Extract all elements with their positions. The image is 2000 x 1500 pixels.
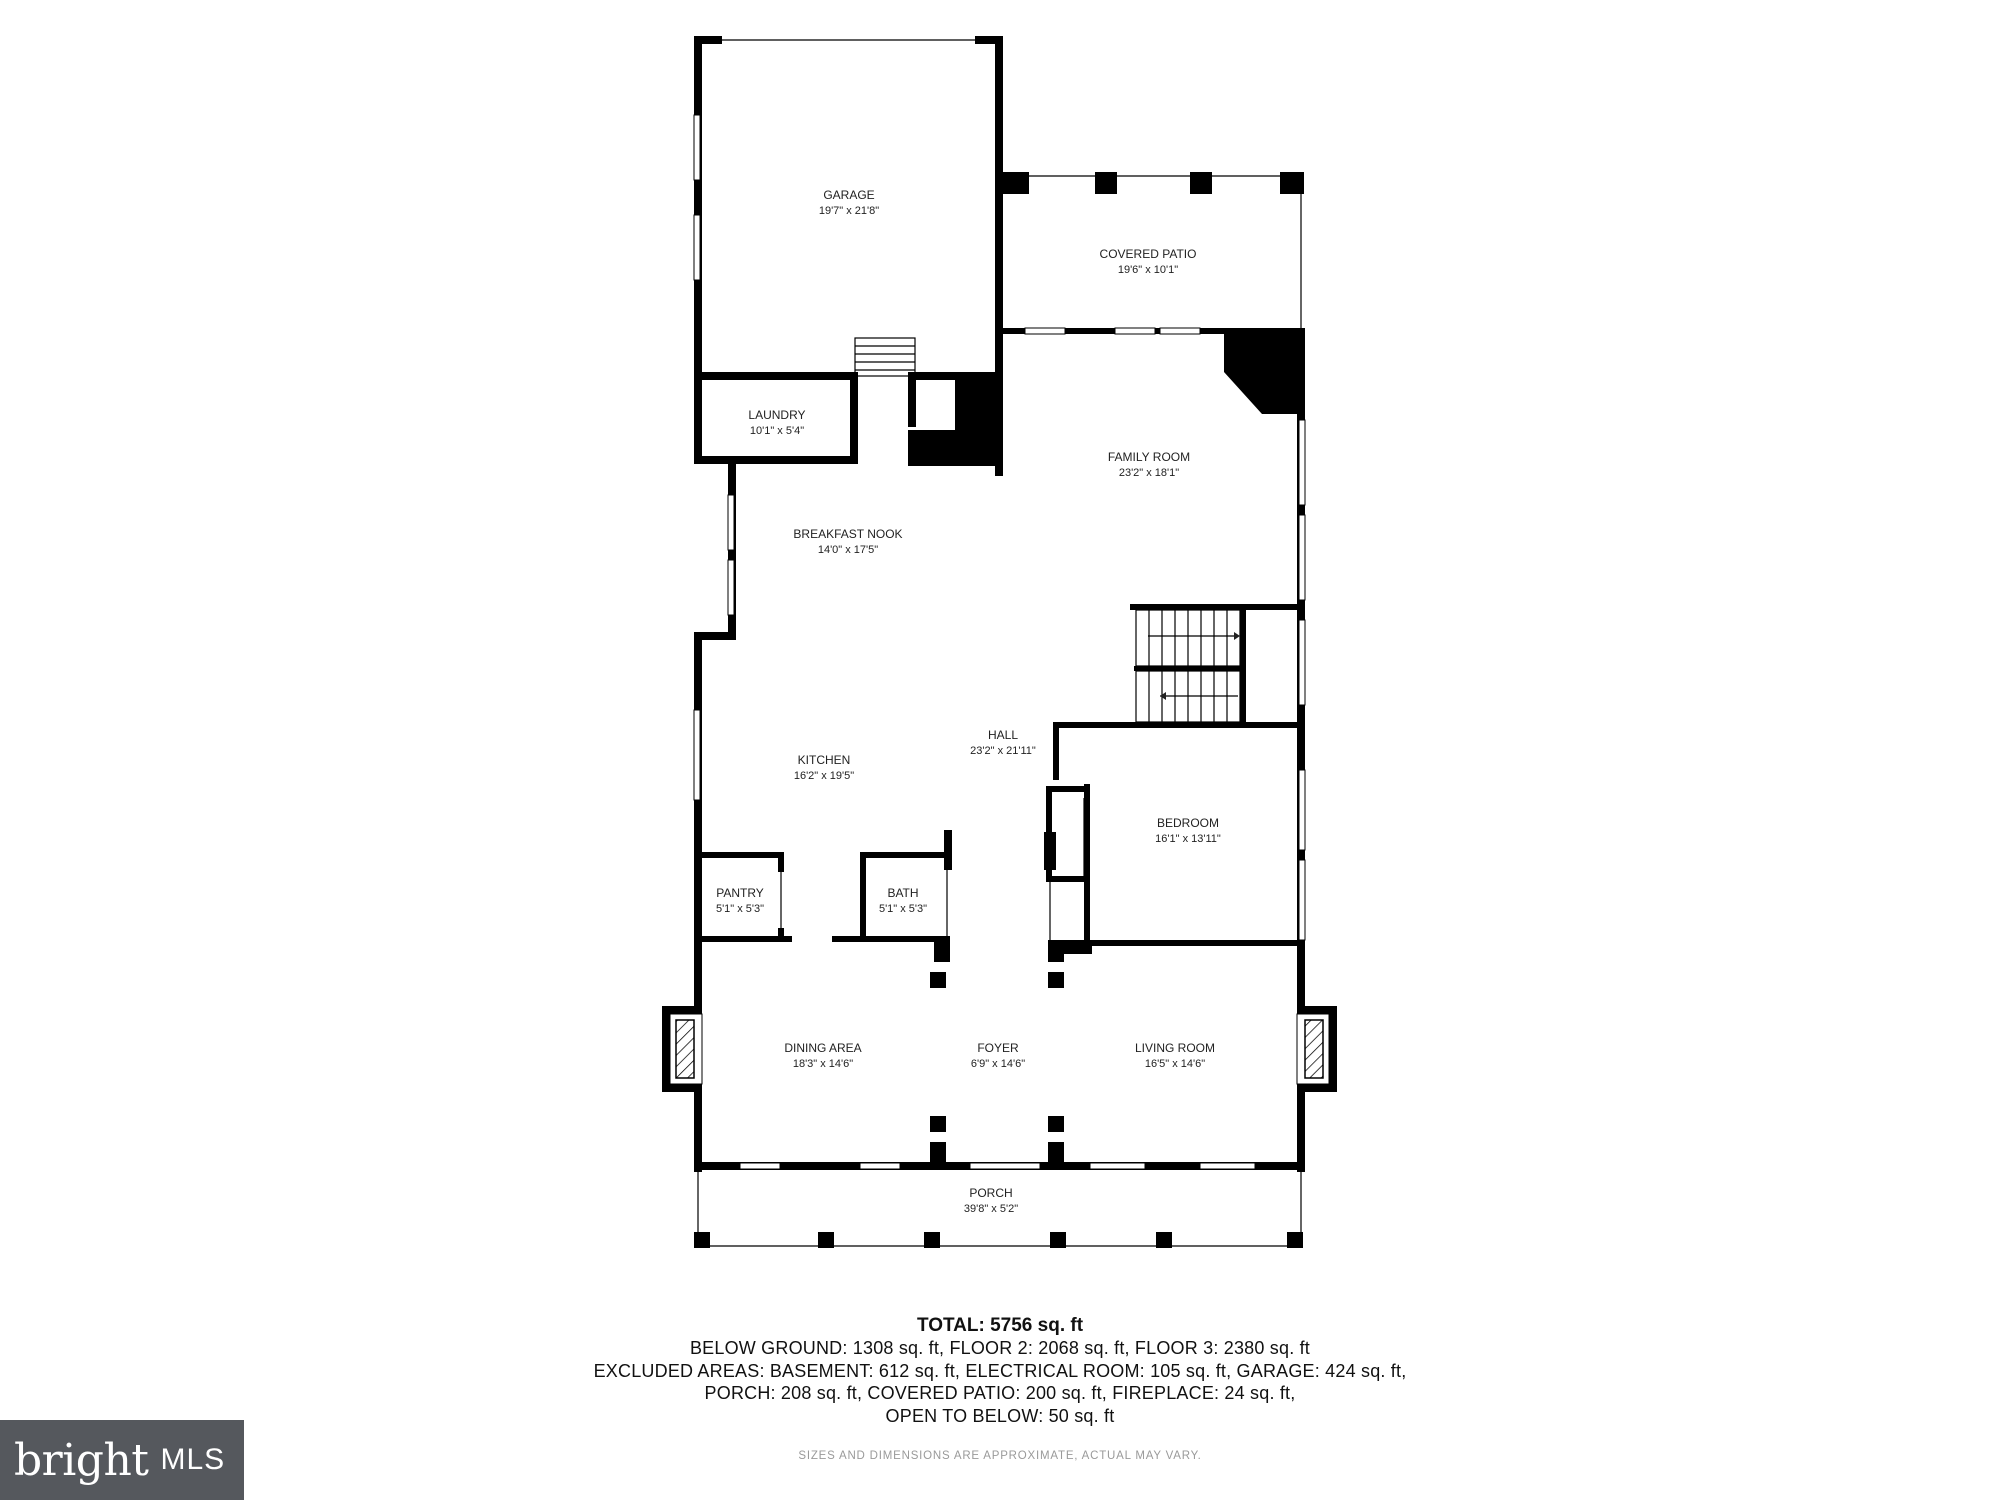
- garage-walls: [693, 36, 1003, 476]
- svg-text:COVERED PATIO: COVERED PATIO: [1100, 247, 1197, 261]
- svg-text:PANTRY: PANTRY: [716, 886, 764, 900]
- svg-text:BATH: BATH: [887, 886, 918, 900]
- svg-text:16'1" x 13'11": 16'1" x 13'11": [1155, 833, 1221, 845]
- svg-text:GARAGE: GARAGE: [823, 188, 874, 202]
- fireplace-family-room: [1224, 334, 1297, 414]
- bright-mls-logo: bright MLS: [0, 1420, 244, 1500]
- room-dining-area: DINING AREA 18'3" x 14'6": [784, 1041, 861, 1070]
- svg-text:LAUNDRY: LAUNDRY: [748, 408, 805, 422]
- room-porch: PORCH 39'8" x 5'2": [964, 1186, 1018, 1215]
- laundry-walls: [694, 337, 1003, 466]
- totals-line: PORCH: 208 sq. ft, COVERED PATIO: 200 sq…: [704, 1383, 1296, 1403]
- svg-text:LIVING ROOM: LIVING ROOM: [1135, 1041, 1215, 1055]
- room-family-room: FAMILY ROOM 23'2" x 18'1": [1108, 450, 1190, 479]
- svg-text:DINING AREA: DINING AREA: [784, 1041, 861, 1055]
- svg-text:PORCH: PORCH: [969, 1186, 1012, 1200]
- room-hall: HALL 23'2" x 21'11": [970, 728, 1036, 757]
- logo-brand: bright: [14, 1434, 149, 1486]
- room-foyer: FOYER 6'9" x 14'6": [971, 1041, 1025, 1070]
- room-kitchen: KITCHEN 16'2" x 19'5": [794, 753, 854, 782]
- svg-text:23'2" x 21'11": 23'2" x 21'11": [970, 745, 1036, 757]
- svg-text:KITCHEN: KITCHEN: [798, 753, 851, 767]
- svg-text:39'8" x 5'2": 39'8" x 5'2": [964, 1203, 1018, 1215]
- room-bedroom: BEDROOM 16'1" x 13'11": [1155, 816, 1221, 845]
- disclaimer: SIZES AND DIMENSIONS ARE APPROXIMATE, AC…: [798, 1450, 1202, 1462]
- fireplace-left: [662, 1006, 703, 1092]
- room-pantry: PANTRY 5'1" x 5'3": [716, 886, 764, 915]
- porch: [694, 1170, 1303, 1248]
- svg-text:19'7" x 21'8": 19'7" x 21'8": [819, 205, 879, 217]
- svg-text:6'9" x 14'6": 6'9" x 14'6": [971, 1058, 1025, 1070]
- room-laundry: LAUNDRY 10'1" x 5'4": [748, 408, 805, 437]
- room-living-room: LIVING ROOM 16'5" x 14'6": [1135, 1041, 1215, 1070]
- bedroom-walls: [1044, 722, 1305, 954]
- totals-line: EXCLUDED AREAS: BASEMENT: 612 sq. ft, EL…: [593, 1360, 1407, 1381]
- area-totals: TOTAL: 5756 sq. ft BELOW GROUND: 1308 sq…: [0, 1314, 2000, 1427]
- room-breakfast-nook: BREAKFAST NOOK 14'0" x 17'5": [793, 527, 902, 556]
- logo-mls: MLS: [160, 1443, 226, 1476]
- totals-line: OPEN TO BELOW: 50 sq. ft: [885, 1405, 1115, 1426]
- room-bath: BATH 5'1" x 5'3": [879, 886, 927, 915]
- totals-line: BELOW GROUND: 1308 sq. ft, FLOOR 2: 2068…: [689, 1338, 1311, 1358]
- svg-text:16'5" x 14'6": 16'5" x 14'6": [1145, 1058, 1205, 1070]
- covered-patio-walls: [1003, 172, 1304, 335]
- foyer-columns: [930, 940, 1064, 1170]
- svg-text:18'3" x 14'6": 18'3" x 14'6": [793, 1058, 853, 1070]
- room-covered-patio: COVERED PATIO 19'6" x 10'1": [1100, 247, 1197, 276]
- svg-text:BEDROOM: BEDROOM: [1157, 816, 1219, 830]
- svg-text:16'2" x 19'5": 16'2" x 19'5": [794, 770, 854, 782]
- svg-text:23'2" x 18'1": 23'2" x 18'1": [1119, 467, 1179, 479]
- svg-text:10'1" x 5'4": 10'1" x 5'4": [750, 425, 804, 437]
- total-area-heading: TOTAL: 5756 sq. ft: [916, 1315, 1084, 1336]
- fireplace-right: [1296, 1006, 1337, 1092]
- main-stairs: [1130, 604, 1300, 728]
- svg-text:14'0" x 17'5": 14'0" x 17'5": [818, 544, 878, 556]
- svg-text:5'1" x 5'3": 5'1" x 5'3": [879, 903, 927, 915]
- svg-text:FOYER: FOYER: [977, 1041, 1019, 1055]
- svg-text:FAMILY ROOM: FAMILY ROOM: [1108, 450, 1190, 464]
- pantry-walls: [694, 852, 942, 942]
- room-garage: GARAGE 19'7" x 21'8": [819, 188, 879, 217]
- svg-text:HALL: HALL: [988, 728, 1018, 742]
- svg-text:19'6" x 10'1": 19'6" x 10'1": [1118, 264, 1178, 276]
- svg-text:5'1" x 5'3": 5'1" x 5'3": [716, 903, 764, 915]
- bath-walls: [860, 830, 952, 962]
- svg-text:BREAKFAST NOOK: BREAKFAST NOOK: [793, 527, 902, 541]
- garage-steps: [854, 337, 916, 377]
